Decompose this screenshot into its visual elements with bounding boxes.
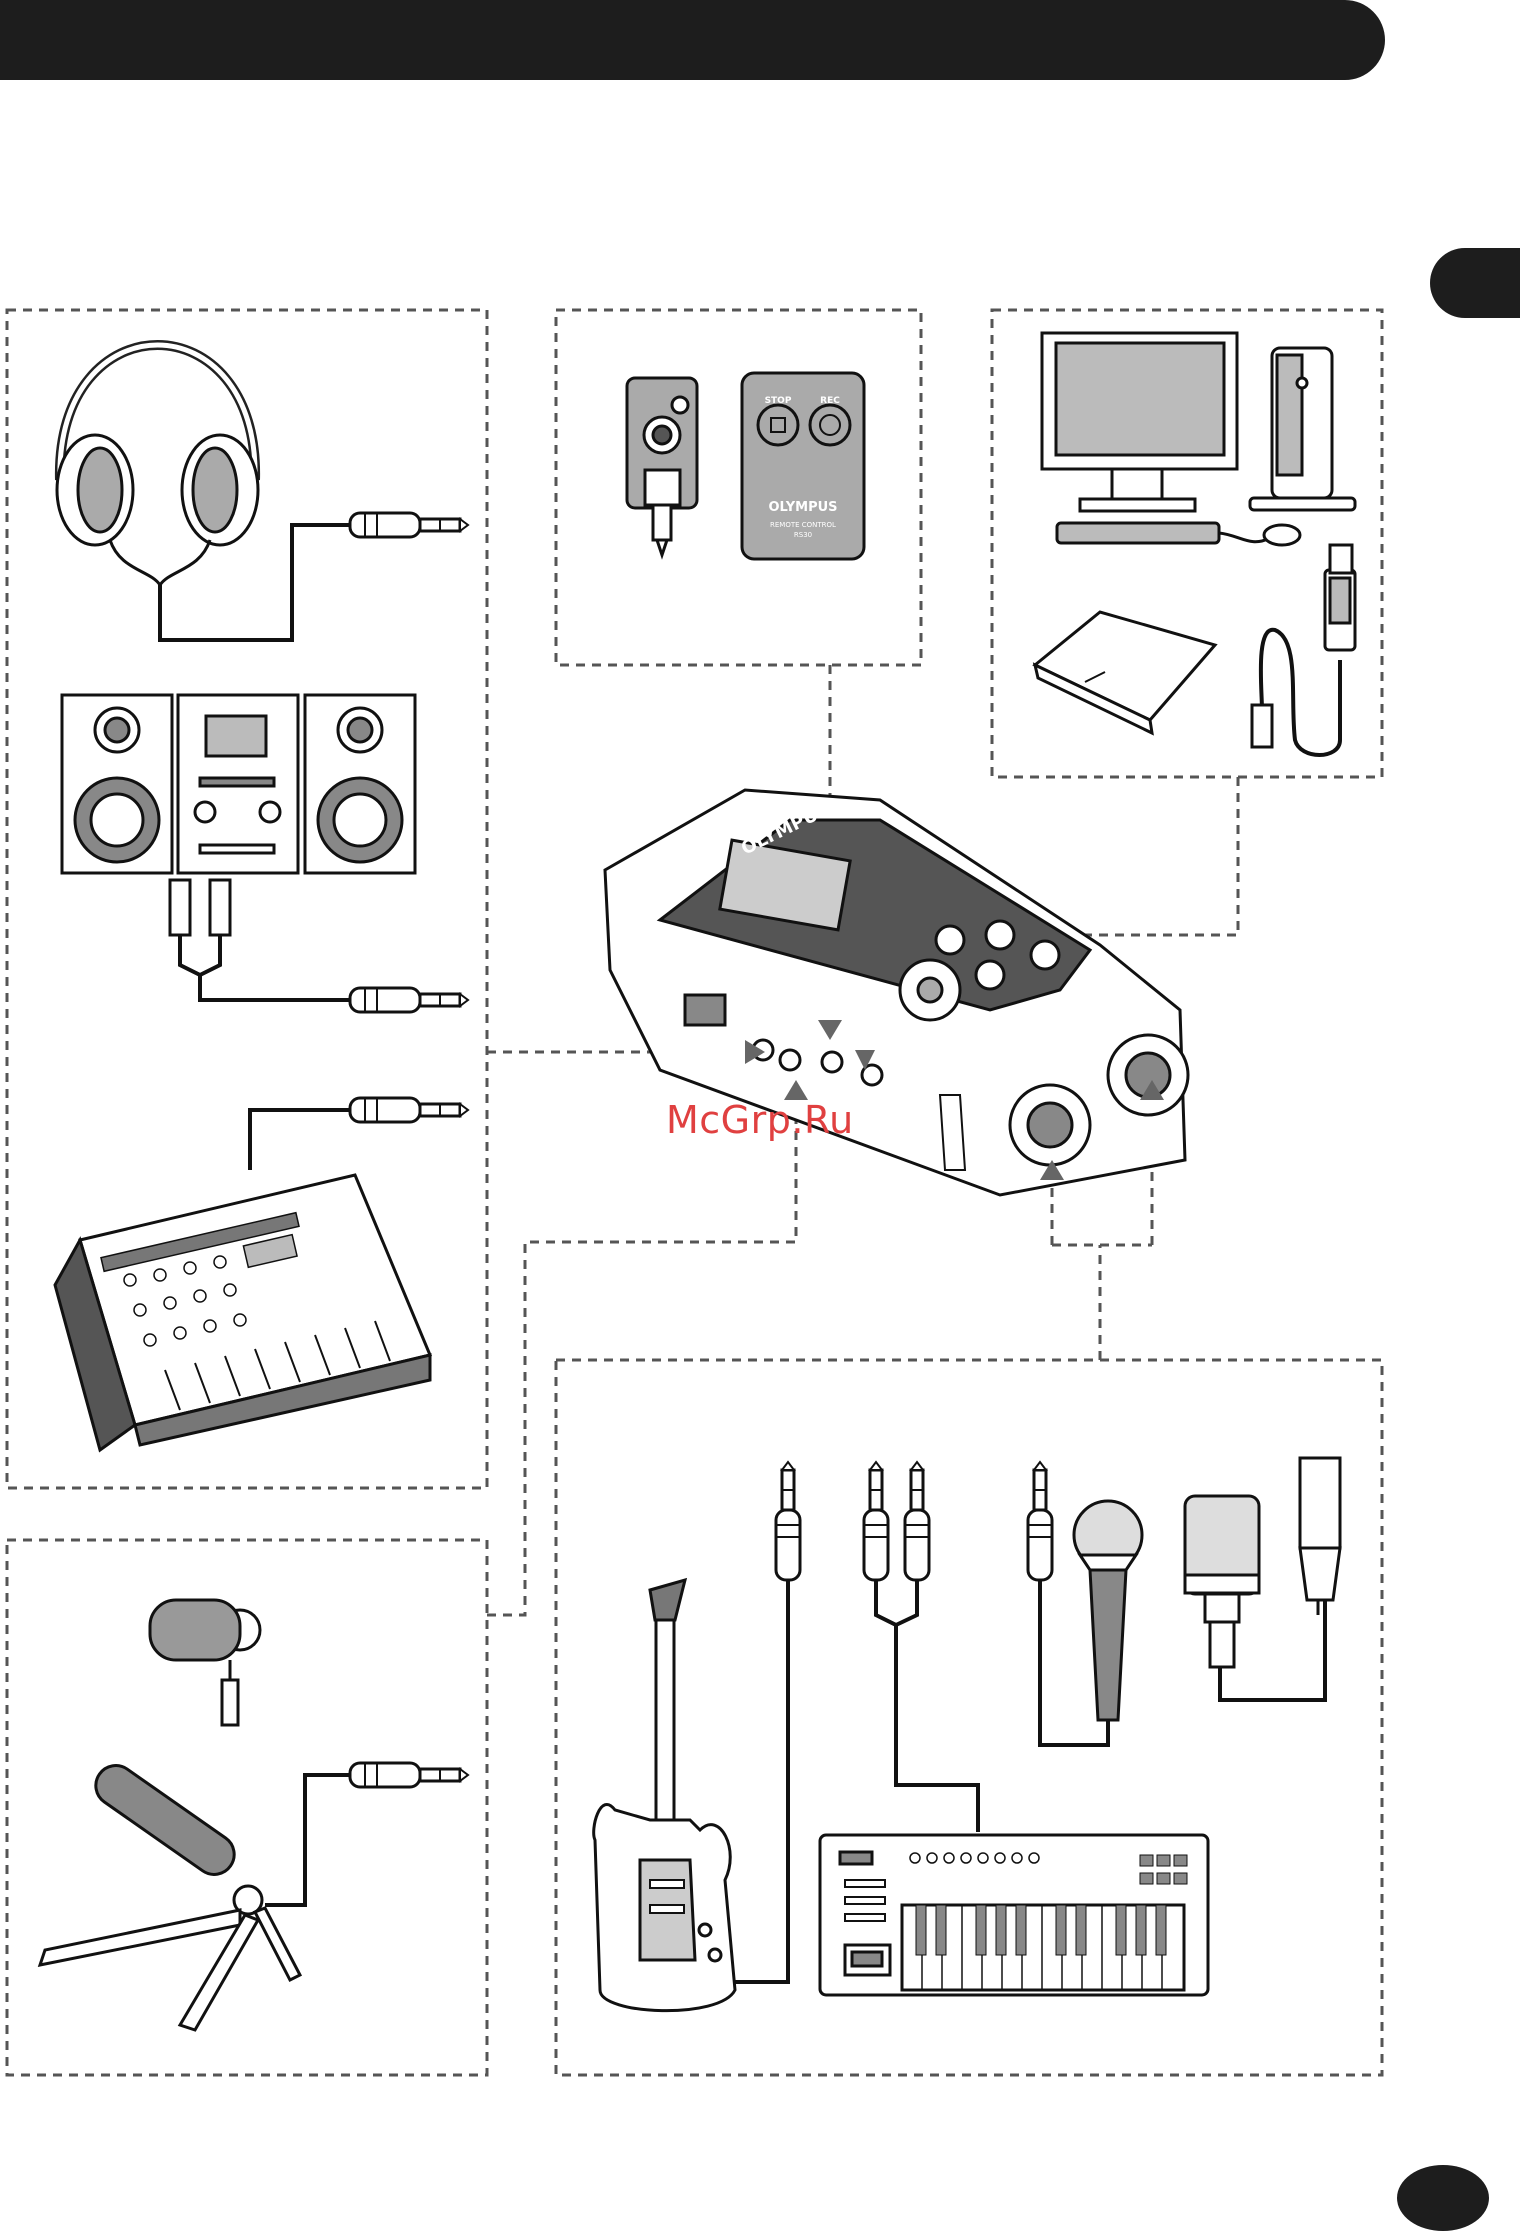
gun-mic-plug xyxy=(350,1763,468,1787)
stereo-mic-icon xyxy=(150,1600,260,1725)
remote-brand: OLYMPUS xyxy=(768,500,837,515)
dynamic-mic-plug xyxy=(1028,1462,1052,1580)
remote-receiver-icon xyxy=(627,378,697,555)
remote-model: RS30 xyxy=(794,531,812,539)
rca-cable xyxy=(180,880,350,1000)
speaker-system-icon xyxy=(62,695,415,873)
ac-adapter-icon xyxy=(1035,612,1215,733)
xlr-plug-icon xyxy=(1300,1458,1340,1615)
headphones-icon xyxy=(57,345,350,640)
keyboard-plug-left xyxy=(864,1462,888,1580)
speaker-plug xyxy=(350,988,468,1012)
usb-cable-icon xyxy=(1252,545,1355,755)
remote-stop-label: STOP xyxy=(765,396,792,406)
watermark-text: McGrp.Ru xyxy=(666,1098,854,1142)
keyboard-icon xyxy=(820,1835,1208,1995)
headphone-plug xyxy=(350,513,468,537)
guitar-icon xyxy=(594,1580,735,2011)
guitar-plug xyxy=(776,1462,800,1580)
computer-icon xyxy=(1042,333,1355,545)
mixer-icon xyxy=(55,1110,430,1450)
remote-line1: REMOTE CONTROL xyxy=(770,521,836,529)
gun-mic-icon xyxy=(40,1758,350,2030)
condenser-mic-icon xyxy=(1185,1496,1259,1667)
mixer-plug xyxy=(350,1098,468,1122)
dashed-box-remote xyxy=(556,310,921,665)
keyboard-plug-right xyxy=(905,1462,929,1580)
remote-rec-label: REC xyxy=(820,396,840,406)
dynamic-mic-icon xyxy=(1074,1501,1142,1720)
